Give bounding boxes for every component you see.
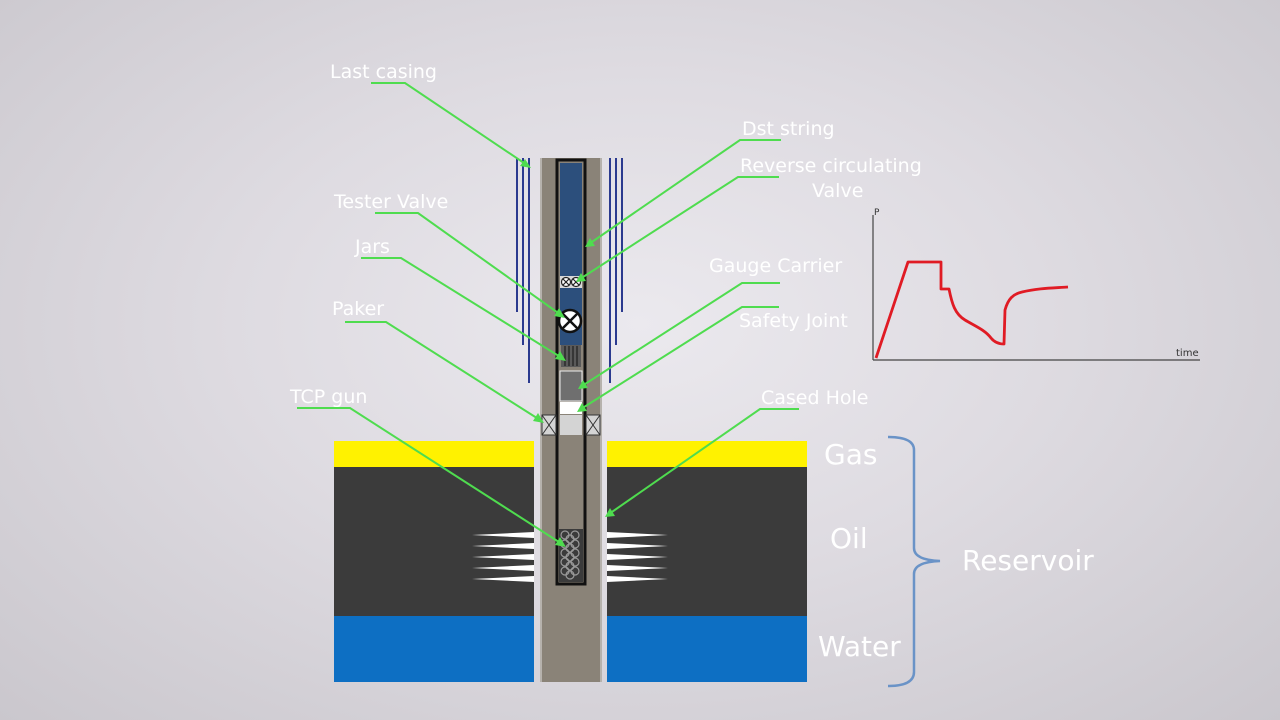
p-axis-label: P [874,208,880,218]
pressure-curve [874,260,1069,359]
water-layer-right [607,616,807,682]
oil-layer-right [607,467,807,616]
label-dst-string: Dst string [742,118,835,140]
arrowhead [578,380,588,389]
perforation-left [472,576,534,582]
paker-leader [345,321,541,421]
perforation-right [607,565,668,571]
tcp-gun [559,529,583,582]
gas-layer-left [334,441,534,467]
arrowhead [554,308,565,318]
arrowhead [605,508,615,517]
dst-string [560,163,582,345]
label-last-casing: Last casing [330,61,437,83]
label-cased-hole: Cased Hole [761,387,868,409]
label-oil: Oil [830,522,868,555]
arrowhead [577,403,587,412]
formation-layers [334,441,807,682]
label-gas: Gas [824,438,877,471]
label-tcp-gun: TCP gun [289,386,367,408]
arrowhead [585,238,595,247]
time-axis-label: time [1176,348,1199,359]
packer [541,414,601,436]
reverse-circulating-valve-leader [579,176,779,280]
label-reverse-circulating: Reverse circulating [740,155,922,177]
dst-string-leader [588,139,781,245]
gauge-carrier [559,370,583,402]
perforation-right [607,576,668,582]
last-casing-leader [371,82,528,166]
arrowhead [555,537,566,547]
water-layer-left [334,616,534,682]
arrowhead [576,273,586,282]
label-tester-valve: Tester Valve [333,191,448,213]
perforation-left [472,554,534,560]
pressure-plot: P time [872,208,1200,361]
layer-labels: Gas Oil Water Reservoir [818,438,1094,663]
perforation-left [472,565,534,571]
label-reservoir: Reservoir [962,544,1094,577]
arrowhead [533,413,544,423]
label-reverse-circulating-valve: Valve [812,180,863,202]
gauge-carrier-leader [581,282,780,387]
cased-hole-leader [608,408,799,515]
safety-joint [560,402,582,414]
reservoir-bracket [887,435,941,688]
label-gauge-carrier: Gauge Carrier [709,255,842,277]
arrowhead [555,351,566,361]
jars-leader [361,257,563,359]
label-jars: Jars [354,236,390,258]
component-labels: Last casing Dst string Reverse circulati… [289,61,922,409]
tcp-gun-leader [297,407,563,545]
arrowhead [520,159,531,168]
perforation-right [607,554,668,560]
perforation-right [607,543,668,549]
perforations [472,532,668,582]
safety-joint-leader [580,306,779,410]
label-safety-joint: Safety Joint [739,310,848,332]
jars [561,345,581,367]
label-water: Water [818,630,901,663]
oil-layer-left [334,467,534,616]
perforation-right [607,532,668,538]
reverse-circulating-valve [560,276,582,288]
perforation-left [472,543,534,549]
tester-valve-leader [375,212,562,316]
leader-lines [297,82,799,547]
perforation-left [472,532,534,538]
tester-valve [557,308,583,334]
label-paker: Paker [332,298,384,320]
